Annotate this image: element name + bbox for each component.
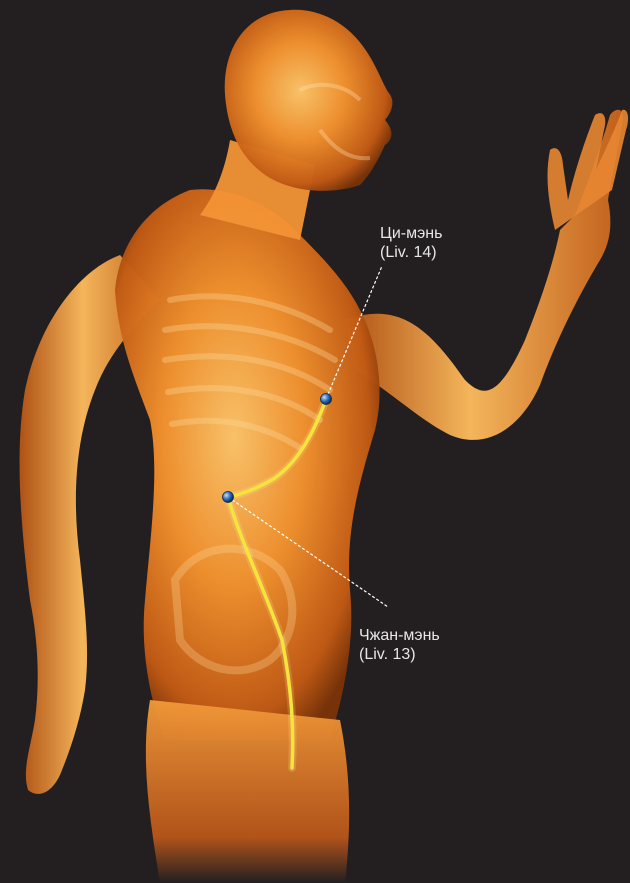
point-code-qimen: (Liv. 14) <box>380 243 442 262</box>
point-marker-qimen <box>321 394 332 405</box>
point-name-qimen: Ци-мэнь <box>380 224 442 243</box>
point-code-zhangmen: (Liv. 13) <box>359 645 440 664</box>
point-marker-zhangmen <box>223 492 234 503</box>
point-name-zhangmen: Чжан-мэнь <box>359 626 440 645</box>
human-figure <box>20 10 629 883</box>
point-label-qimen: Ци-мэнь (Liv. 14) <box>380 224 442 262</box>
point-label-zhangmen: Чжан-мэнь (Liv. 13) <box>359 626 440 664</box>
torso <box>115 189 380 740</box>
legs <box>146 700 349 883</box>
